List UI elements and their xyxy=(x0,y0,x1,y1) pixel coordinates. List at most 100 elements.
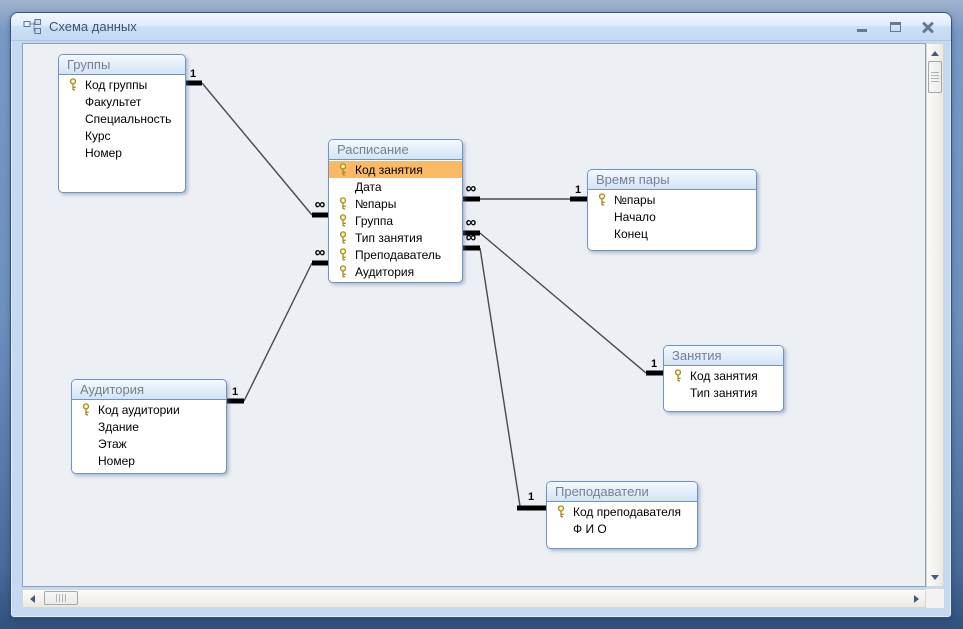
field-row-groups[interactable]: Номер xyxy=(59,144,185,161)
cardinality-label: ∞ xyxy=(315,244,326,261)
field-label: Преподаватель xyxy=(355,247,442,262)
field-row-groups[interactable]: Специальность xyxy=(59,110,185,127)
field-label: Группа xyxy=(355,213,394,228)
field-label: Специальность xyxy=(85,111,172,126)
table-title: Время пары xyxy=(596,172,670,187)
horizontal-scrollbar[interactable] xyxy=(22,589,926,608)
field-row-pair-time[interactable]: Начало xyxy=(588,208,756,225)
window-titlebar: Схема данных xyxy=(11,13,951,41)
arrow-left-icon xyxy=(29,594,35,603)
field-row-pair-time[interactable]: №пары xyxy=(588,191,756,208)
primary-key-icon xyxy=(338,265,355,278)
field-label: Курс xyxy=(85,128,111,143)
field-label: Начало xyxy=(614,209,656,224)
table-title: Расписание xyxy=(337,142,409,157)
relation-schedule-pairtime[interactable]: ∞1 xyxy=(463,180,587,202)
table-teachers[interactable]: Преподаватели Код преподавателя Ф И О xyxy=(546,481,698,549)
thumb-grip-icon xyxy=(55,594,67,602)
table-header[interactable]: Группы xyxy=(59,55,185,75)
relation-groups-schedule[interactable]: 1∞ xyxy=(185,68,329,218)
close-button[interactable] xyxy=(921,20,935,34)
maximize-button[interactable] xyxy=(888,20,902,34)
cardinality-label: 1 xyxy=(651,358,657,370)
field-label: №пары xyxy=(614,192,656,207)
primary-key-icon xyxy=(338,248,355,261)
field-row-schedule[interactable]: Аудитория xyxy=(329,263,462,280)
cardinality-label: 1 xyxy=(575,184,581,196)
field-row-auditorium[interactable]: Код аудитории xyxy=(72,401,226,418)
primary-key-icon xyxy=(81,403,98,416)
vertical-scroll-thumb[interactable] xyxy=(928,61,942,93)
field-row-groups[interactable]: Курс xyxy=(59,127,185,144)
primary-key-icon xyxy=(68,78,85,91)
scroll-left-button[interactable] xyxy=(25,590,39,607)
scroll-down-button[interactable] xyxy=(927,570,943,584)
field-row-schedule[interactable]: Преподаватель xyxy=(329,246,462,263)
field-row-lessons[interactable]: Код занятия xyxy=(664,367,783,384)
field-label: Ф И О xyxy=(573,521,607,536)
table-header[interactable]: Аудитория xyxy=(72,380,226,400)
thumb-grip-icon xyxy=(931,71,939,83)
table-title: Аудитория xyxy=(80,382,145,397)
cardinality-label: ∞ xyxy=(466,180,477,197)
relations-layer: 1∞1∞∞1∞1∞1 xyxy=(185,68,663,511)
maximize-icon xyxy=(889,21,901,32)
field-row-schedule[interactable]: №пары xyxy=(329,195,462,212)
field-row-auditorium[interactable]: Номер xyxy=(72,452,226,469)
arrow-up-icon xyxy=(931,50,939,56)
minimize-button[interactable] xyxy=(855,20,869,34)
field-row-teachers[interactable]: Код преподавателя xyxy=(547,503,697,520)
field-row-auditorium[interactable]: Этаж xyxy=(72,435,226,452)
cardinality-label: ∞ xyxy=(315,196,326,213)
field-row-auditorium[interactable]: Здание xyxy=(72,418,226,435)
primary-key-icon xyxy=(597,193,614,206)
field-label: Тип занятия xyxy=(355,230,423,245)
table-header[interactable]: Занятия xyxy=(664,346,783,366)
primary-key-icon xyxy=(338,231,355,244)
field-row-lessons[interactable]: Тип занятия xyxy=(664,384,783,401)
field-label: Номер xyxy=(85,145,122,160)
relation-auditorium-schedule[interactable]: 1∞ xyxy=(227,244,329,404)
relation-schedule-teachers[interactable]: ∞1 xyxy=(463,229,546,511)
field-row-schedule[interactable]: Тип занятия xyxy=(329,229,462,246)
relationships-icon xyxy=(23,19,41,34)
table-header[interactable]: Преподаватели xyxy=(547,482,697,502)
relation-schedule-lessons[interactable]: ∞1 xyxy=(463,214,663,376)
field-label: Тип занятия xyxy=(690,385,758,400)
horizontal-scroll-thumb[interactable] xyxy=(44,591,78,605)
field-label: Код преподавателя xyxy=(573,504,681,519)
field-row-schedule[interactable]: Группа xyxy=(329,212,462,229)
cardinality-label: ∞ xyxy=(466,214,477,231)
minimize-icon xyxy=(857,28,867,32)
field-label: Код группы xyxy=(85,77,148,92)
table-header[interactable]: Время пары xyxy=(588,170,756,190)
vertical-scrollbar[interactable] xyxy=(926,43,944,587)
field-row-groups[interactable]: Факультет xyxy=(59,93,185,110)
arrow-right-icon xyxy=(913,594,919,603)
close-icon xyxy=(922,21,934,33)
field-label: Факультет xyxy=(85,94,142,109)
field-row-pair-time[interactable]: Конец xyxy=(588,225,756,242)
table-body: Код преподавателя Ф И О xyxy=(547,502,697,537)
cardinality-label: 1 xyxy=(232,386,238,398)
scroll-up-button[interactable] xyxy=(927,46,943,60)
table-header[interactable]: Расписание xyxy=(329,140,462,160)
scroll-right-button[interactable] xyxy=(909,590,923,607)
field-row-groups[interactable]: Код группы xyxy=(59,76,185,93)
field-label: Код занятия xyxy=(690,368,758,383)
primary-key-icon xyxy=(556,505,573,518)
table-title: Преподаватели xyxy=(555,484,649,499)
field-row-schedule[interactable]: Дата xyxy=(329,178,462,195)
field-row-teachers[interactable]: Ф И О xyxy=(547,520,697,537)
primary-key-icon xyxy=(338,197,355,210)
field-row-schedule[interactable]: Код занятия xyxy=(329,161,462,178)
